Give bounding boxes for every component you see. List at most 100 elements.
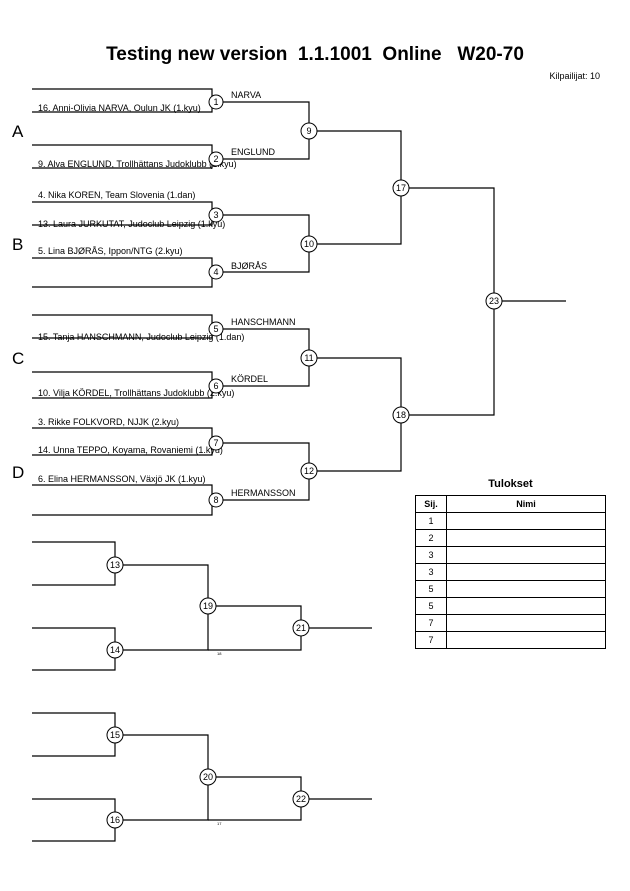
- competitor-name: 13. Laura JURKUTAT, Judoclub Leipzig (1.…: [38, 219, 225, 229]
- match-node: 15: [106, 726, 124, 744]
- match-node: 23: [485, 292, 503, 310]
- match-node: 20: [199, 768, 217, 786]
- name-cell: [446, 512, 606, 530]
- competitor-name: 16. Anni-Olivia NARVA, Oulun JK (1.kyu): [38, 103, 201, 113]
- svg-text:23: 23: [489, 296, 499, 306]
- svg-text:17: 17: [396, 183, 406, 193]
- bracket-line-m14: [32, 627, 116, 671]
- match-node: 17: [392, 179, 410, 197]
- rank-column-header: Sij.: [415, 495, 447, 513]
- match-node: 13: [106, 556, 124, 574]
- table-row: 7: [415, 631, 606, 649]
- table-row: 3: [415, 563, 606, 581]
- name-cell: [446, 597, 606, 615]
- table-row: 1: [415, 512, 606, 530]
- rank-cell: 3: [415, 563, 447, 581]
- svg-text:7: 7: [213, 438, 218, 448]
- svg-text:18: 18: [396, 410, 406, 420]
- competitor-name: 4. Nika KOREN, Team Slovenia (1.dan): [38, 190, 195, 200]
- match-node: 10: [300, 235, 318, 253]
- table-row: 7: [415, 614, 606, 632]
- table-row: 5: [415, 597, 606, 615]
- group-label-d: D: [12, 463, 24, 482]
- results-panel: Tulokset Sij. Nimi 1 2 3 3 5 5 7 7: [415, 478, 606, 649]
- rank-cell: 5: [415, 597, 447, 615]
- name-cell: [446, 631, 606, 649]
- svg-text:2: 2: [213, 154, 218, 164]
- match-node: 19: [199, 597, 217, 615]
- winner-name: KÖRDEL: [231, 374, 268, 384]
- bracket-line-m16: [32, 798, 116, 842]
- group-label-b: B: [12, 235, 23, 254]
- svg-text:8: 8: [213, 495, 218, 505]
- name-cell: [446, 563, 606, 581]
- svg-text:6: 6: [213, 381, 218, 391]
- bracket-line-m15: [32, 712, 116, 757]
- winner-name: HERMANSSON: [231, 488, 296, 498]
- results-title: Tulokset: [488, 478, 533, 490]
- competitor-name: 3. Rikke FOLKVORD, NJJK (2.kyu): [38, 417, 179, 427]
- match-node: 1: [208, 94, 224, 110]
- match-node: 3: [208, 207, 224, 223]
- name-cell: [446, 529, 606, 547]
- rank-cell: 1: [415, 512, 447, 530]
- results-table: Sij. Nimi 1 2 3 3 5 5 7 7: [415, 495, 606, 649]
- svg-text:9: 9: [306, 126, 311, 136]
- match-node: 14: [106, 641, 124, 659]
- bracket-line-m17: [309, 130, 402, 245]
- competitor-name: 9. Alva ENGLUND, Trollhättans Judoklubb …: [38, 159, 237, 169]
- winner-name: NARVA: [231, 90, 261, 100]
- rank-cell: 5: [415, 580, 447, 598]
- competitor-name: 5. Lina BJØRÅS, Ippon/NTG (2.kyu): [38, 246, 183, 256]
- match-node: 5: [208, 321, 224, 337]
- match-node: 12: [300, 462, 318, 480]
- svg-text:16: 16: [110, 815, 120, 825]
- svg-text:20: 20: [203, 772, 213, 782]
- table-row: 3: [415, 546, 606, 564]
- competitor-name: 10. Vilja KÖRDEL, Trollhättans Judoklubb…: [38, 388, 234, 398]
- match-node: 7: [208, 435, 224, 451]
- name-cell: [446, 614, 606, 632]
- bracket-line-m19: [115, 564, 209, 651]
- rank-cell: 3: [415, 546, 447, 564]
- group-label-a: A: [12, 122, 24, 141]
- bracket-line-m23: [401, 187, 495, 416]
- svg-text:13: 13: [110, 560, 120, 570]
- match-node: 21: [292, 619, 310, 637]
- name-cell: [446, 546, 606, 564]
- name-column-header: Nimi: [446, 495, 606, 513]
- svg-text:11: 11: [304, 353, 313, 363]
- svg-text:14: 14: [110, 645, 120, 655]
- competitor-name: 14. Unna TEPPO, Koyama, Rovaniemi (1.kyu…: [38, 445, 223, 455]
- svg-text:5: 5: [213, 324, 218, 334]
- competitor-count: Kilpailijat: 10: [549, 71, 600, 81]
- name-cell: [446, 580, 606, 598]
- table-row: 2: [415, 529, 606, 547]
- match-node: 2: [208, 151, 224, 167]
- match-node: 22: [292, 790, 310, 808]
- match-node: 11: [300, 349, 318, 367]
- svg-text:21: 21: [296, 623, 306, 633]
- bracket-line-m8: [32, 484, 213, 516]
- svg-text:12: 12: [304, 466, 314, 476]
- winner-name: ENGLUND: [231, 147, 276, 157]
- rank-cell: 7: [415, 631, 447, 649]
- match-node: 8: [208, 492, 224, 508]
- svg-text:19: 19: [203, 601, 213, 611]
- competitor-name: 6. Elina HERMANSSON, Växjö JK (1.kyu): [38, 474, 206, 484]
- page-title: Testing new version 1.1.1001 Online W20-…: [106, 44, 524, 65]
- competitor-name: 15. Tanja HANSCHMANN, Judoclub Leipzig (…: [38, 332, 244, 342]
- table-row: 5: [415, 580, 606, 598]
- match-node: 18: [392, 406, 410, 424]
- winner-name: BJØRÅS: [231, 261, 267, 271]
- svg-text:10: 10: [304, 239, 314, 249]
- match-node: 6: [208, 378, 224, 394]
- bracket-line-m13: [32, 541, 116, 586]
- group-label-c: C: [12, 349, 24, 368]
- match-node: 16: [106, 811, 124, 829]
- match-node: 9: [300, 122, 318, 140]
- bracket-line-m22: [208, 776, 302, 821]
- bracket-line-m20: [115, 734, 209, 821]
- repechage-source-note: 18: [217, 651, 222, 656]
- svg-text:1: 1: [213, 97, 218, 107]
